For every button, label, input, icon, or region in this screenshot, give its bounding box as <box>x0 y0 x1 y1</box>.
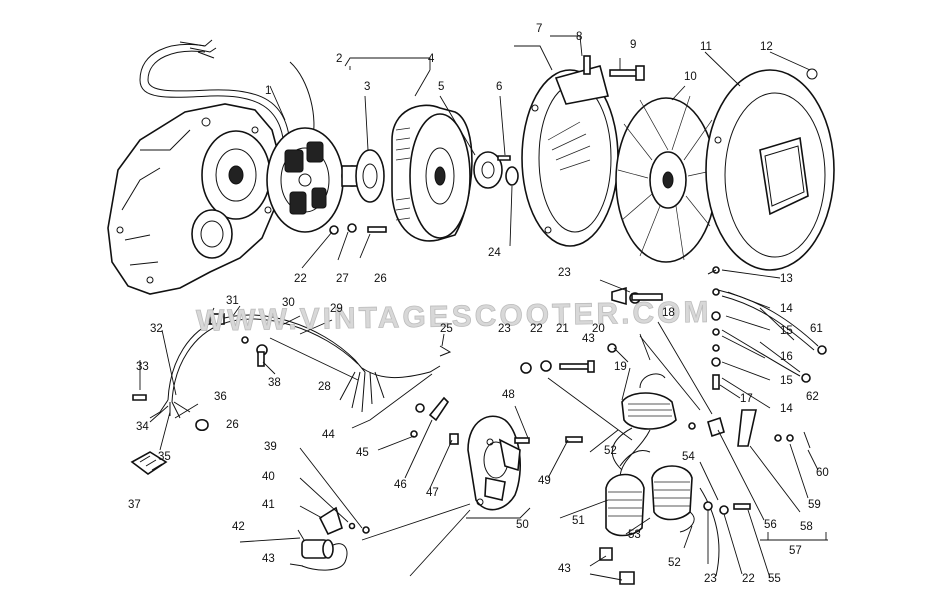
callout-number: 43 <box>582 333 595 345</box>
callout-number: 22 <box>742 573 755 585</box>
callout-number: 29 <box>330 303 343 315</box>
callout-number: 49 <box>538 475 551 487</box>
fasteners-upper <box>329 223 663 306</box>
callout-number: 42 <box>232 521 245 533</box>
callout-number: 10 <box>684 71 697 83</box>
leader-lines <box>139 35 828 581</box>
callout-number: 24 <box>488 247 501 259</box>
watermark-text: WWW.VINTAGESCOOTER.COM <box>196 296 712 338</box>
callout-number: 27 <box>336 273 349 285</box>
callout-number: 35 <box>158 451 171 463</box>
fasteners-middle <box>520 360 595 374</box>
callout-number: 16 <box>780 351 793 363</box>
callout-number: 57 <box>789 545 802 557</box>
callout-number: 30 <box>282 297 295 309</box>
callout-number: 22 <box>530 323 543 335</box>
callout-number: 9 <box>630 39 636 51</box>
condenser <box>301 506 370 571</box>
callout-number: 19 <box>614 361 627 373</box>
callout-number: 53 <box>628 529 641 541</box>
callout-number: 12 <box>760 41 773 53</box>
callout-number: 22 <box>294 273 307 285</box>
cable-lugs <box>599 547 635 585</box>
callout-number: 4 <box>428 53 435 65</box>
callout-number: 20 <box>592 323 605 335</box>
callout-number: 28 <box>318 381 331 393</box>
stator-plate <box>266 127 344 233</box>
callout-number: 14 <box>780 403 793 415</box>
callout-number: 41 <box>262 499 275 511</box>
callout-number: 58 <box>800 521 813 533</box>
callout-number: 14 <box>780 303 793 315</box>
callout-number: 60 <box>816 467 829 479</box>
callout-number: 38 <box>268 377 281 389</box>
callout-number: 15 <box>780 325 793 337</box>
callout-number: 59 <box>808 499 821 511</box>
fasteners-lower <box>703 501 751 515</box>
callout-number: 46 <box>394 479 407 491</box>
gasket-and-washer <box>473 151 519 189</box>
callout-number: 23 <box>498 323 511 335</box>
callout-number: 21 <box>556 323 569 335</box>
callout-number: 31 <box>226 295 239 307</box>
callout-number: 39 <box>264 441 277 453</box>
callout-number: 2 <box>336 53 342 65</box>
callout-number: 15 <box>780 375 793 387</box>
callout-number: 43 <box>262 553 275 565</box>
contact-breaker-plate <box>410 396 583 511</box>
callout-number: 25 <box>440 323 453 335</box>
connector-block <box>130 451 168 475</box>
callout-number: 45 <box>356 447 369 459</box>
callout-number: 6 <box>496 81 502 93</box>
callout-number: 43 <box>558 563 571 575</box>
screw <box>609 65 645 81</box>
callout-number: 17 <box>740 393 753 405</box>
callout-number: 50 <box>516 519 529 531</box>
callout-number: 1 <box>265 85 271 97</box>
ground-cables <box>707 266 827 390</box>
callout-number: 26 <box>374 273 387 285</box>
callout-number: 18 <box>662 307 675 319</box>
callout-number: 62 <box>806 391 819 403</box>
cooling-fan <box>615 95 717 263</box>
callout-number: 26 <box>226 419 239 431</box>
callout-number: 36 <box>214 391 227 403</box>
callout-number: 8 <box>576 31 582 43</box>
callout-number: 33 <box>136 361 149 373</box>
lighting-coils <box>605 450 720 577</box>
terminal-bracket <box>688 409 811 449</box>
fan-housing <box>521 55 619 247</box>
callout-number: 37 <box>128 499 141 511</box>
callout-number: 40 <box>262 471 275 483</box>
callout-number: 44 <box>322 429 335 441</box>
callout-number: 7 <box>536 23 542 35</box>
callout-number: 47 <box>426 487 439 499</box>
callout-number: 52 <box>604 445 617 457</box>
callout-number: 61 <box>810 323 823 335</box>
callout-number: 56 <box>764 519 777 531</box>
callout-number: 3 <box>364 81 370 93</box>
callout-number: 23 <box>704 573 717 585</box>
crankcase <box>107 103 281 295</box>
flywheel <box>391 104 473 242</box>
flywheel-hub <box>341 149 385 203</box>
wiring-harness <box>132 313 452 432</box>
callout-number: 55 <box>768 573 781 585</box>
callout-number: 23 <box>558 267 571 279</box>
callout-number: 34 <box>136 421 149 433</box>
callout-number: 11 <box>700 41 712 53</box>
callout-number: 54 <box>682 451 695 463</box>
callout-number: 51 <box>572 515 585 527</box>
ignition-coil <box>607 343 677 479</box>
callout-number: 32 <box>150 323 163 335</box>
fan-cover <box>705 68 835 271</box>
callout-number: 5 <box>438 81 444 93</box>
callout-number: 52 <box>668 557 681 569</box>
callout-number: 13 <box>780 273 793 285</box>
callout-number: 48 <box>502 389 515 401</box>
